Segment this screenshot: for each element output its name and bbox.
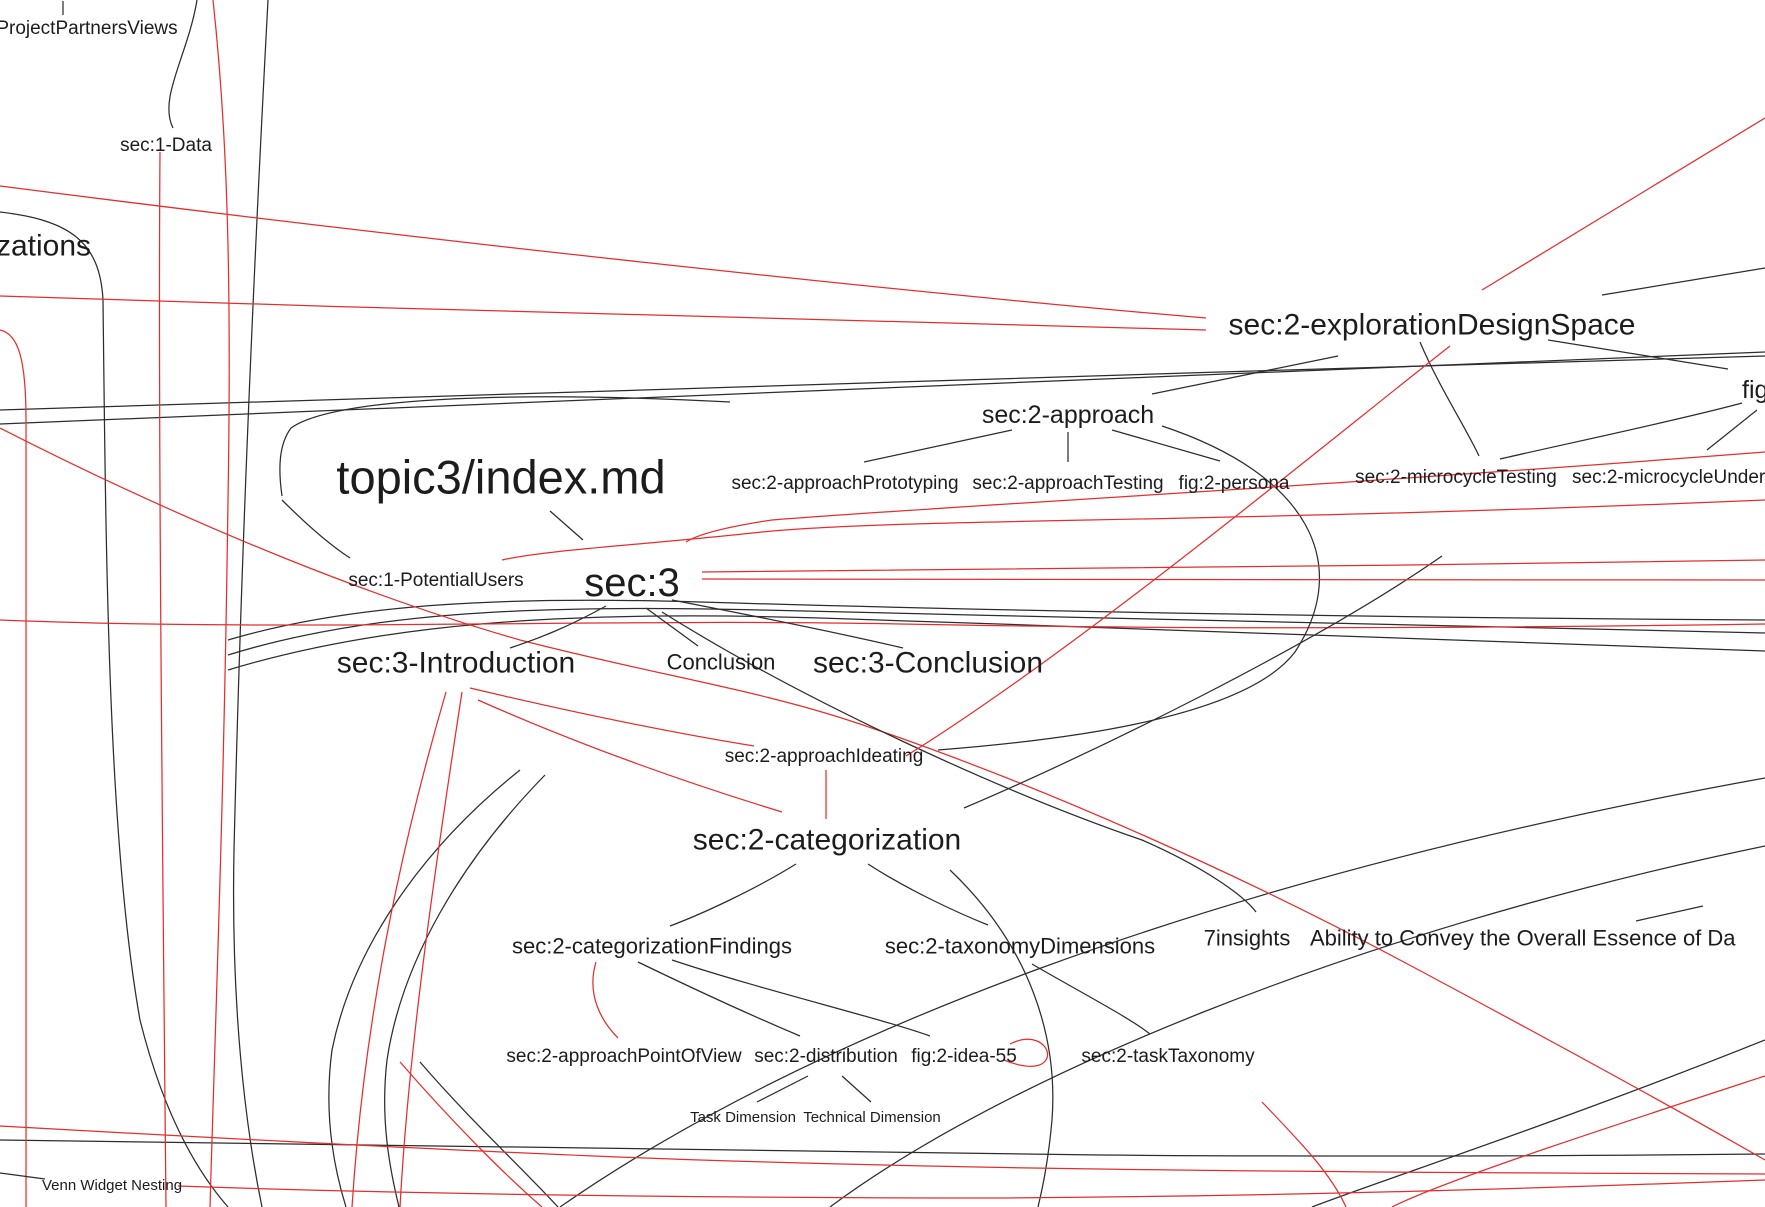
node-fig2-persona[interactable]: fig:2-persona [1178,473,1290,495]
node-ability-to-convey[interactable]: Ability to Convey the Overall Essence of… [1310,925,1736,951]
node-sec2-taxonomy-dimensions[interactable]: sec:2-taxonomyDimensions [884,933,1156,959]
node-task-dimension[interactable]: Task Dimension [690,1109,796,1127]
node-sec2-task-taxonomy[interactable]: sec:2-taskTaxonomy [1081,1046,1255,1068]
node-sec2-approach-ideating[interactable]: sec:2-approachIdeating [724,746,924,768]
node-zations[interactable]: zations [0,229,92,263]
node-project-partners-views[interactable]: -ProjectPartnersViews [0,18,178,40]
node-sec2-approach[interactable]: sec:2-approach [981,400,1155,429]
node-sec1-potential-users[interactable]: sec:1-PotentialUsers [348,570,524,592]
node-sec2-categorization[interactable]: sec:2-categorization [692,823,962,857]
node-sec2-approach-testing[interactable]: sec:2-approachTesting [972,473,1164,495]
node-fig2-idea-55[interactable]: fig:2-idea-55 [911,1046,1017,1068]
node-sec2-microcycle-testing[interactable]: sec:2-microcycleTesting [1355,467,1557,489]
node-conclusion[interactable]: Conclusion [666,649,776,675]
node-sec3-introduction[interactable]: sec:3-Introduction [336,646,576,680]
black-arrow-edges [0,0,1765,1180]
node-sec1-data[interactable]: sec:1-Data [120,135,212,157]
node-sec2-categorization-findings[interactable]: sec:2-categorizationFindings [511,933,793,959]
node-topic3-index-md[interactable]: topic3/index.md [336,450,666,504]
node-technical-dimension[interactable]: Technical Dimension [803,1109,941,1127]
node-sec2-approach-point-of-view[interactable]: sec:2-approachPointOfView [506,1046,742,1068]
node-fig[interactable]: fig [1742,375,1765,404]
node-sec3[interactable]: sec:3 [584,561,680,605]
node-7insights[interactable]: 7insights [1203,925,1291,951]
node-sec2-microcycle-understanding[interactable]: sec:2-microcycleUnders [1572,467,1765,489]
node-sec3-conclusion[interactable]: sec:3-Conclusion [812,646,1044,680]
node-venn-widget-nesting[interactable]: Venn Widget Nesting [41,1177,183,1195]
node-sec2-approach-prototyping[interactable]: sec:2-approachPrototyping [731,473,959,495]
node-sec2-exploration-design-space[interactable]: sec:2-explorationDesignSpace [1228,308,1636,342]
red-arrow-edges [0,117,1765,1067]
node-sec2-distribution[interactable]: sec:2-distribution [754,1046,898,1068]
